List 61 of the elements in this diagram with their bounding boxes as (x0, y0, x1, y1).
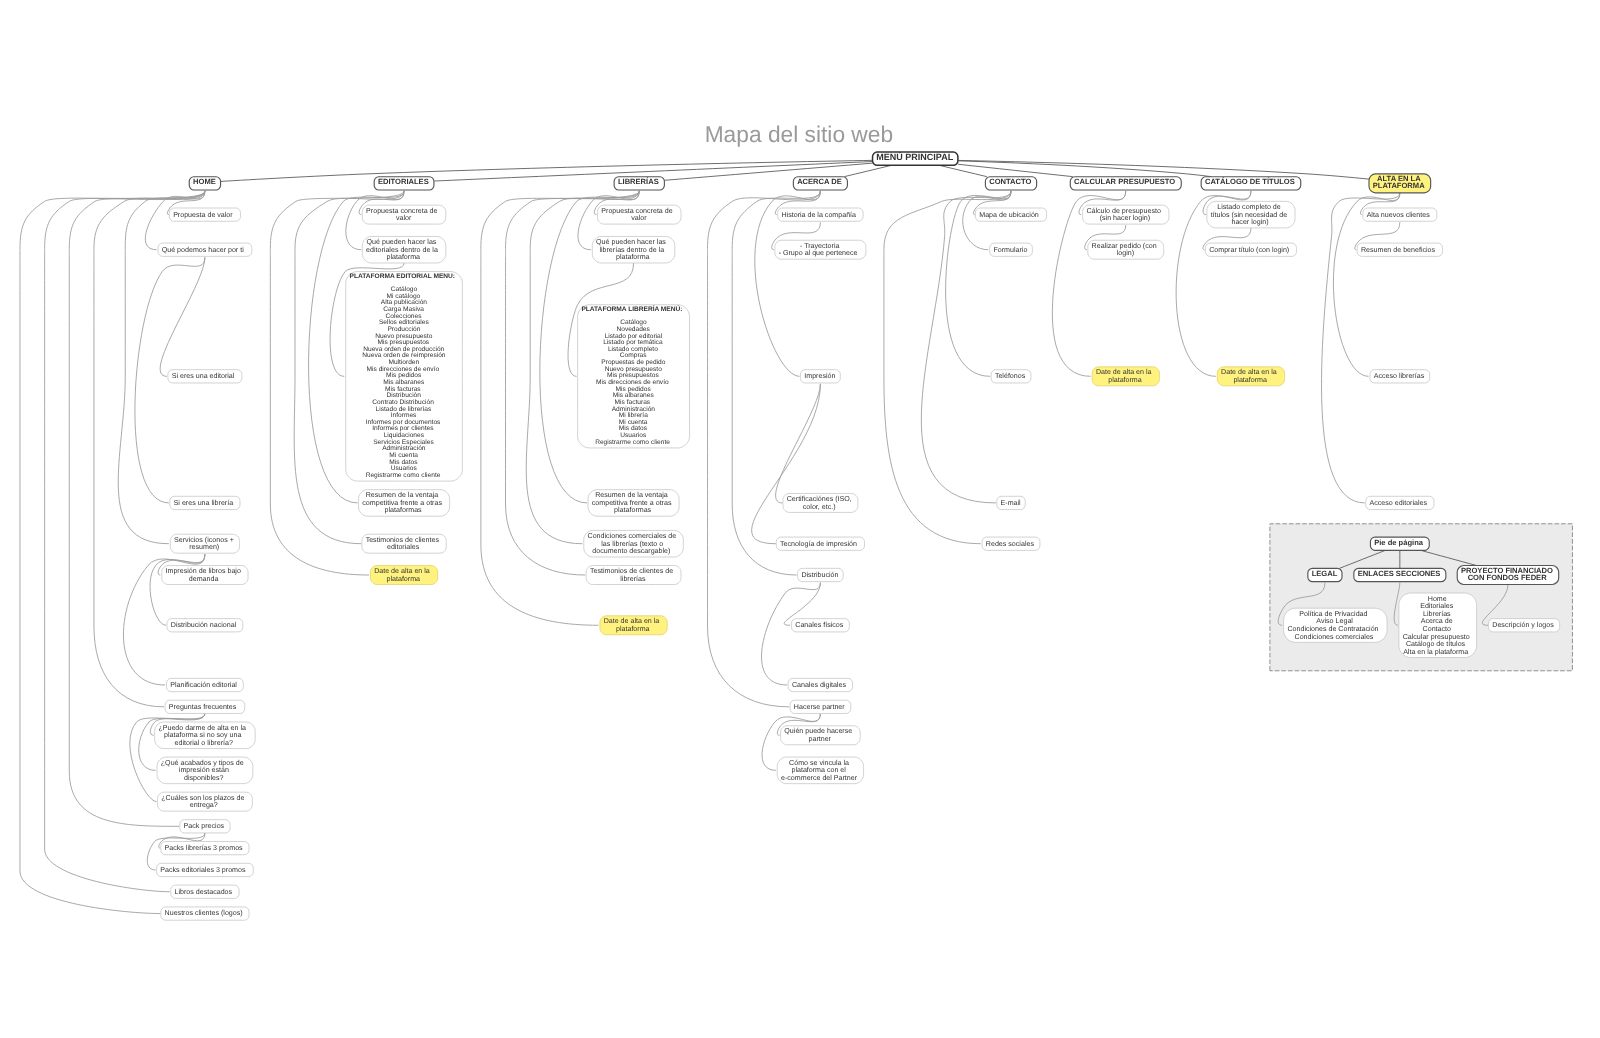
connector (883, 189, 1012, 544)
connector (68, 189, 206, 826)
connector (1175, 189, 1252, 376)
connector (751, 382, 821, 544)
connector (707, 189, 821, 707)
connector (129, 712, 206, 802)
connector (664, 161, 873, 180)
connector (1321, 191, 1401, 503)
connector (1084, 223, 1127, 250)
connector (1333, 191, 1401, 376)
connector (123, 552, 206, 685)
connector (480, 189, 640, 625)
connector (539, 189, 640, 503)
diagram-title: Mapa del sitio web (704, 122, 894, 147)
connector (843, 163, 892, 177)
connector (1399, 549, 1401, 568)
connector (761, 581, 821, 685)
connector (93, 189, 206, 707)
connector (1393, 581, 1401, 625)
connector (117, 189, 206, 544)
connector (920, 189, 1012, 503)
connector (1339, 549, 1386, 568)
connector (938, 163, 988, 177)
connector (329, 261, 405, 376)
connector (505, 189, 640, 575)
connector (144, 189, 206, 250)
connector (577, 189, 640, 250)
connector (19, 189, 206, 913)
connector (761, 712, 821, 770)
connector (269, 189, 405, 575)
connector (138, 712, 206, 770)
connector (146, 831, 206, 870)
connector (1051, 189, 1127, 376)
connector (1360, 191, 1401, 215)
connector (293, 189, 405, 544)
connector (567, 261, 634, 376)
connector (771, 220, 821, 250)
connector (525, 189, 640, 544)
connector (308, 189, 405, 503)
connector (1354, 220, 1401, 250)
connector (433, 160, 873, 181)
connector (158, 831, 206, 848)
connector (957, 159, 1370, 179)
connector (44, 189, 206, 892)
connector (775, 382, 821, 503)
connector (945, 189, 1012, 376)
connector (783, 581, 821, 625)
connector (962, 189, 1012, 250)
connector (149, 552, 206, 625)
connector (1482, 583, 1509, 625)
connector (957, 162, 1074, 177)
connector (345, 189, 405, 250)
connector (134, 255, 206, 503)
connector (731, 189, 821, 575)
connector (957, 159, 1212, 177)
connector (1202, 226, 1252, 250)
cluster (1269, 522, 1573, 671)
connector (149, 712, 206, 735)
connector (1277, 581, 1326, 625)
connector (754, 189, 821, 376)
connector (220, 158, 873, 181)
